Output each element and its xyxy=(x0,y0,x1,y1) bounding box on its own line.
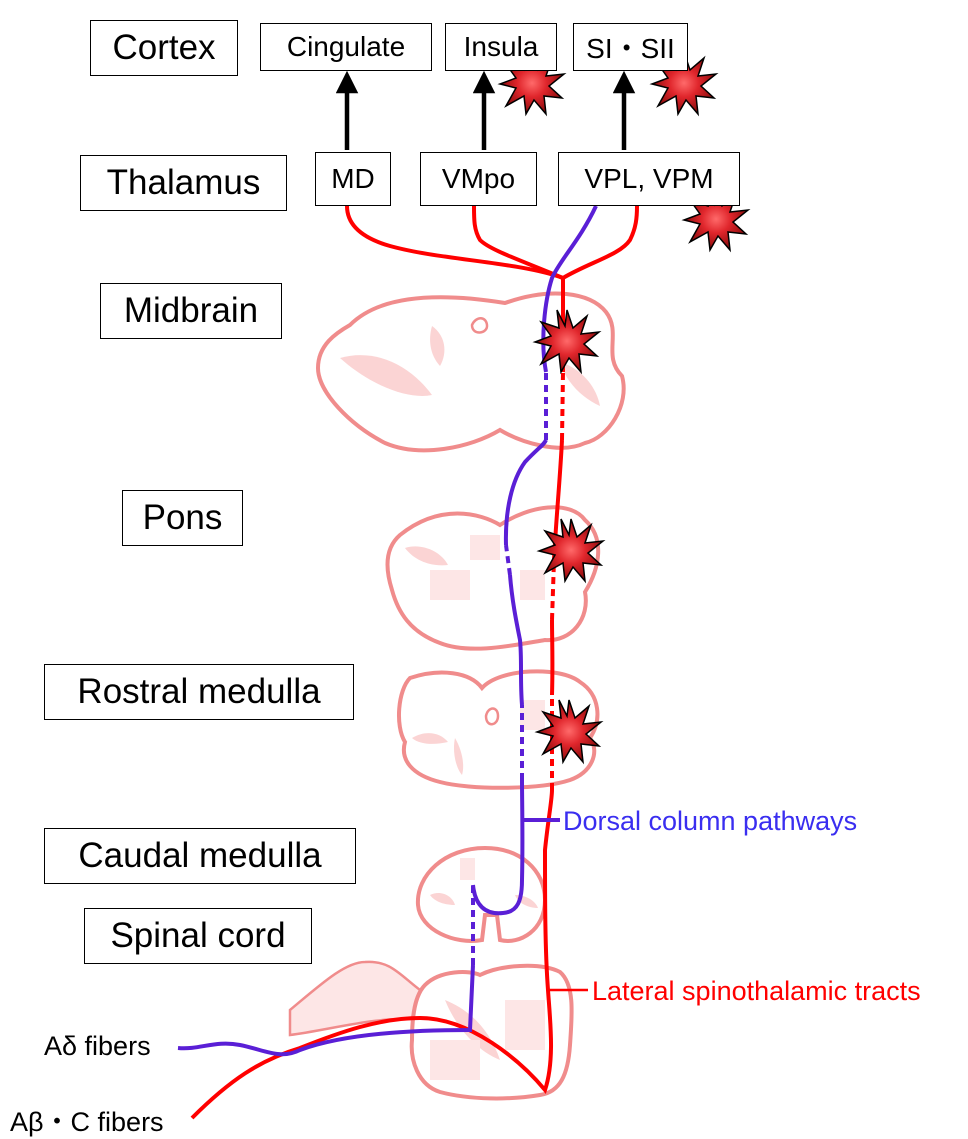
level-caudal-medulla: Caudal medulla xyxy=(44,828,356,884)
midbrain-section xyxy=(318,293,624,450)
level-pons: Pons xyxy=(122,490,243,546)
level-cortex: Cortex xyxy=(90,20,238,76)
cortex-area-insula: Insula xyxy=(445,23,557,71)
level-thalamus: Thalamus xyxy=(80,155,287,211)
level-spinal-cord: Spinal cord xyxy=(84,908,312,964)
cortex-area-si-sii: SI・SII xyxy=(573,23,688,71)
projection-arrows xyxy=(347,82,624,150)
level-midbrain: Midbrain xyxy=(100,283,282,339)
level-rostral-medulla: Rostral medulla xyxy=(44,664,354,720)
caudal-medulla-section xyxy=(418,848,545,941)
thalamic-nucleus-vmpo: VMpo xyxy=(420,152,537,206)
cortex-area-cingulate: Cingulate xyxy=(260,23,432,71)
label-lateral-spinothalamic-tracts: Lateral spinothalamic tracts xyxy=(592,976,921,1007)
label-a-delta-fibers: Aδ fibers xyxy=(44,1031,151,1062)
label-dorsal-column-pathways: Dorsal column pathways xyxy=(563,806,857,837)
label-a-beta-c-fibers: Aβ・C fibers xyxy=(10,1100,164,1139)
thalamic-nucleus-md: MD xyxy=(315,152,391,206)
thalamic-nucleus-vpl-vpm: VPL, VPM xyxy=(558,152,740,206)
